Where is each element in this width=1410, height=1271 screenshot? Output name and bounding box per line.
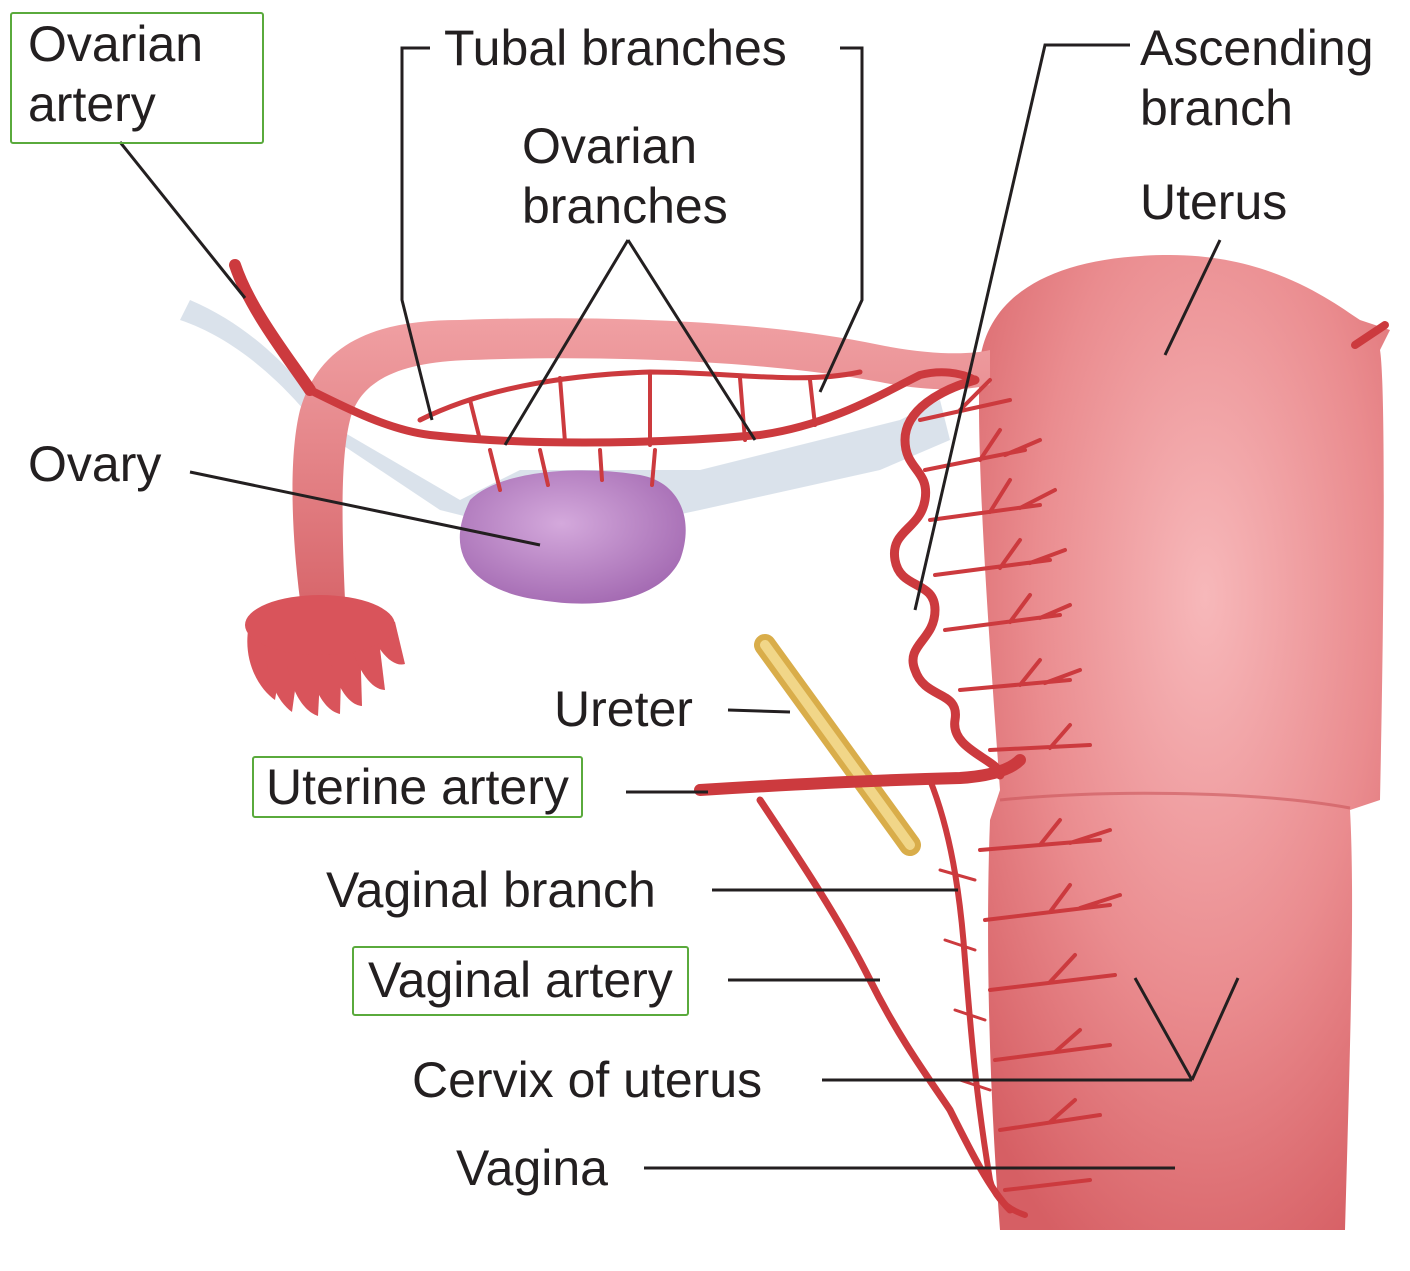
label-vagina: Vagina: [456, 1138, 608, 1198]
label-ascending-branch: Ascending branch: [1140, 18, 1374, 138]
label-ovarian-artery: Ovarian artery: [10, 12, 264, 144]
label-ovarian-branches-line2: branches: [522, 176, 728, 236]
leader-ureter: [728, 710, 790, 712]
label-vaginal-artery: Vaginal artery: [352, 946, 689, 1016]
leader-ovarian-artery: [120, 142, 245, 298]
label-uterine-artery: Uterine artery: [252, 756, 583, 818]
ovary-shape: [460, 470, 686, 603]
label-ovary: Ovary: [28, 434, 161, 494]
label-ovarian-artery-line2: artery: [28, 74, 246, 134]
label-ureter: Ureter: [554, 679, 693, 739]
label-ovarian-artery-line1: Ovarian: [28, 14, 246, 74]
label-cervix-of-uterus: Cervix of uterus: [412, 1050, 762, 1110]
label-vaginal-branch: Vaginal branch: [326, 860, 656, 920]
label-ascending-branch-line1: Ascending: [1140, 18, 1374, 78]
label-tubal-branches: Tubal branches: [444, 18, 787, 78]
label-ovarian-branches-line1: Ovarian: [522, 116, 728, 176]
ureter-shape: [765, 645, 910, 845]
label-ovarian-branches: Ovarian branches: [522, 116, 728, 236]
label-ascending-branch-line2: branch: [1140, 78, 1374, 138]
label-uterus: Uterus: [1140, 172, 1287, 232]
uterus-shape: [979, 255, 1390, 1230]
